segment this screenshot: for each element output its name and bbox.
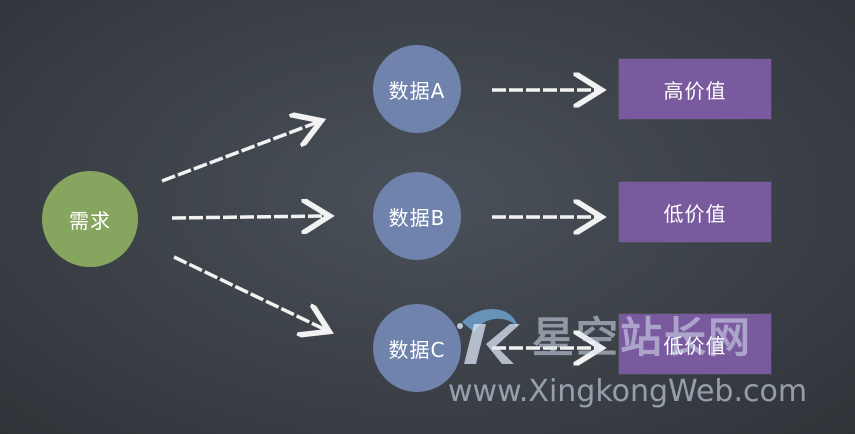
watermark-url: www.XingkongWeb.com bbox=[448, 374, 808, 409]
low-value-label-1: 低价值 bbox=[663, 201, 727, 226]
data-a-label: 数据A bbox=[388, 78, 446, 103]
low-value-box-2: 低价值 bbox=[619, 314, 771, 374]
arrow-need-to-data-c bbox=[173, 255, 326, 330]
watermark: 星空站长网 www.XingkongWeb.com bbox=[440, 296, 840, 426]
low-value-label-2: 低价值 bbox=[663, 333, 727, 358]
data-c-label: 数据C bbox=[388, 337, 446, 362]
high-value-label: 高价值 bbox=[663, 78, 727, 103]
need-node: 需求 bbox=[42, 171, 138, 267]
arrow-need-to-data-b bbox=[171, 216, 326, 218]
low-value-box-1: 低价值 bbox=[619, 182, 771, 242]
data-c-node: 数据C bbox=[373, 304, 461, 392]
data-a-node: 数据A bbox=[373, 45, 461, 133]
data-b-node: 数据B bbox=[373, 172, 461, 260]
arrow-need-to-data-a bbox=[161, 122, 318, 183]
need-label: 需求 bbox=[69, 208, 111, 233]
high-value-box: 高价值 bbox=[619, 59, 771, 119]
data-b-label: 数据B bbox=[388, 205, 446, 230]
watermark-title: 星空站长网 bbox=[532, 313, 753, 362]
watermark-logo-icon bbox=[457, 309, 520, 364]
